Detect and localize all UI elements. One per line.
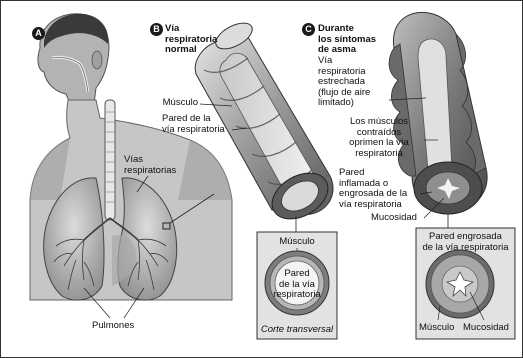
panel-a-badge: A	[32, 27, 45, 40]
panel-c-badge: C	[302, 23, 315, 36]
panel-b-title: Vía respiratoria normal	[165, 24, 217, 56]
panel-b-badge: B	[150, 23, 163, 36]
cross-asthma-mucosidad: Mucosidad	[463, 323, 509, 334]
cross-normal-musculo: Músculo	[257, 237, 337, 248]
pared-label-b: Pared de la vía respiratoria	[162, 114, 225, 135]
via-estrechada-label: Vía respiratoria estrechada (flujo de ai…	[318, 56, 370, 109]
cross-normal-caption: Corte transversal	[257, 325, 337, 336]
cross-asthma-musculo: Músculo	[419, 323, 454, 334]
musculos-contraidos-label: Los músculos contraídos oprimen la vía r…	[334, 117, 424, 159]
pulmones-label: Pulmones	[92, 321, 134, 332]
vias-respiratorias-label: Vías respiratorias	[124, 155, 176, 176]
cross-asthma-pared: Pared engrosada de la vía respiratoria	[416, 232, 515, 253]
mucosidad-label-c: Mucosidad	[371, 213, 417, 224]
cross-normal-pared: Pared de la vía respiratoria	[263, 269, 331, 301]
pared-inflamada-label: Pared inflamada o engrosada de la vía re…	[339, 168, 407, 210]
musculo-label-b: Músculo	[150, 98, 198, 109]
panel-c-title: Durante los síntomas de asma	[318, 24, 376, 56]
